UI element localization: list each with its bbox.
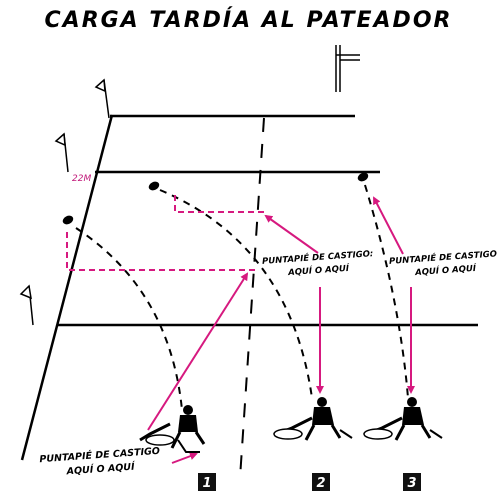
center-dashed-line: [239, 117, 265, 479]
svg-text:AQUÍ O AQUÍ: AQUÍ O AQUÍ: [65, 461, 136, 478]
flag-22m: [54, 132, 69, 173]
svg-text:1: 1: [202, 476, 211, 491]
scenario-badge-3: 3: [403, 473, 421, 491]
penalty-marker-2: [174, 195, 268, 213]
svg-text:3: 3: [407, 476, 416, 491]
flag-bottom: [19, 284, 34, 326]
arrow-right-to-ball: [373, 196, 404, 255]
diagram-title: CARGA TARDÍA AL PATEADOR: [44, 8, 453, 33]
ball-1: [62, 215, 74, 225]
scenario-badge-1: 1: [198, 473, 216, 491]
ball-3: [357, 172, 369, 182]
trajectory-1: [75, 227, 183, 411]
arrow-bottom-to-kicker-1: [171, 452, 198, 464]
svg-text:PUNTAPIÉ DE CASTIGO:: PUNTAPIÉ DE CASTIGO:: [389, 247, 497, 267]
goal-posts: [335, 45, 360, 92]
player-group-3: [363, 397, 443, 441]
player-group-2: [273, 397, 353, 441]
annotation-bottom: PUNTAPIÉ DE CASTIGO AQUÍ O AQUÍ: [39, 445, 160, 478]
player-group-1: [139, 405, 206, 453]
svg-text:PUNTAPIÉ DE CASTIGO: PUNTAPIÉ DE CASTIGO: [39, 445, 160, 465]
ball-2: [148, 181, 160, 191]
arrow-center-to-marker: [264, 214, 319, 254]
penalty-marker-1: [66, 232, 255, 271]
annotation-right: PUNTAPIÉ DE CASTIGO: AQUÍ O AQUÍ: [389, 247, 497, 278]
label-22m: 22M: [72, 174, 91, 184]
scenario-badge-2: 2: [312, 473, 330, 491]
flag-goal-line: [94, 78, 110, 119]
annotation-center: PUNTAPIÉ DE CASTIGO: AQUÍ O AQUÍ: [262, 247, 374, 278]
trajectory-3: [364, 184, 409, 399]
svg-text:2: 2: [316, 476, 325, 491]
trajectory-2: [159, 189, 313, 399]
svg-text:PUNTAPIÉ DE CASTIGO:: PUNTAPIÉ DE CASTIGO:: [262, 247, 374, 267]
arrow-bottom-to-marker: [147, 272, 249, 431]
